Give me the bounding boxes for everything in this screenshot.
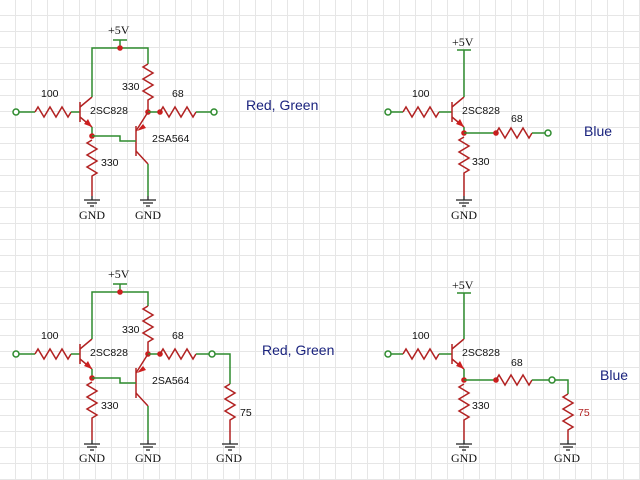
circuit-blue-bottom: 100 2SC828 +5V 68 75 GND Blue 330 GND [384, 278, 628, 465]
input-terminal[interactable] [384, 108, 392, 116]
npn-transistor [79, 96, 93, 128]
resistor-emitter [457, 383, 471, 440]
resistor-base-label: 100 [41, 88, 59, 100]
resistor-base-label: 100 [41, 330, 59, 342]
pnp-transistor [135, 111, 149, 165]
resistor-collector [141, 63, 155, 112]
wire [91, 47, 149, 97]
resistor-collector-label: 330 [122, 81, 140, 93]
circuit-red-green-bottom: 100 2SC828 +5V 330 68 75 GND Red, Green [12, 267, 334, 465]
resistor-emitter-label: 330 [101, 157, 119, 169]
resistor-collector [141, 305, 155, 354]
ground-label: GND [554, 451, 580, 465]
circuit-caption: Blue [600, 367, 628, 383]
resistor-output [495, 126, 533, 140]
supply-label: +5V [108, 23, 130, 37]
circuit-caption: Red, Green [246, 97, 318, 113]
supply-symbol [457, 292, 471, 339]
resistor-base [402, 347, 440, 361]
resistor-emitter [85, 139, 99, 196]
npn-transistor [79, 338, 93, 370]
input-terminal[interactable] [12, 350, 20, 358]
circuit-red-green-top: 100 2SC828 +5V 330 68 Red, Green 2SA564 [12, 23, 318, 222]
output-terminal[interactable] [208, 350, 216, 358]
supply-symbol [457, 49, 471, 97]
resistor-base-label: 100 [412, 330, 430, 342]
ground-symbol [140, 196, 156, 207]
resistor-emitter [457, 136, 471, 196]
resistor-base [34, 105, 72, 119]
wire [215, 353, 231, 384]
ground-symbol [222, 440, 238, 451]
ground-symbol [84, 440, 100, 451]
resistor-collector-label: 330 [122, 324, 140, 336]
npn-transistor [451, 96, 465, 128]
wire [555, 379, 569, 394]
npn-transistor [451, 338, 465, 370]
resistor-load-label: 75 [240, 407, 252, 419]
input-terminal[interactable] [12, 108, 20, 116]
ground-label: GND [135, 208, 161, 222]
resistor-load [223, 383, 237, 440]
ground-label: GND [79, 451, 105, 465]
ground-label: GND [451, 208, 477, 222]
ground-label: GND [216, 451, 242, 465]
resistor-load [561, 393, 575, 440]
resistor-output-label: 68 [511, 113, 523, 125]
resistor-base-label: 100 [412, 88, 430, 100]
circuit-caption: Red, Green [262, 342, 334, 358]
junction-dot [117, 289, 123, 295]
pnp-transistor-label: 2SA564 [152, 133, 190, 145]
resistor-emitter-label: 330 [472, 156, 490, 168]
pnp-transistor [135, 353, 149, 407]
wire [91, 291, 149, 339]
wire [92, 377, 136, 384]
resistor-output [495, 373, 533, 387]
resistor-output-label: 68 [172, 330, 184, 342]
ground-symbol [140, 440, 156, 451]
resistor-output [159, 105, 197, 119]
ground-label: GND [79, 208, 105, 222]
ground-label: GND [135, 451, 161, 465]
supply-label: +5V [452, 278, 474, 292]
ground-label: GND [451, 451, 477, 465]
input-terminal[interactable] [384, 350, 392, 358]
ground-symbol [84, 196, 100, 207]
npn-transistor-label: 2SC828 [90, 105, 128, 117]
ground-symbol [456, 440, 472, 451]
resistor-output-label: 68 [511, 357, 523, 369]
output-terminal[interactable] [544, 129, 552, 137]
resistor-emitter [85, 381, 99, 440]
output-terminal[interactable] [548, 376, 556, 384]
ground-symbol [560, 440, 576, 451]
resistor-load-label: 75 [578, 407, 590, 419]
ground-symbol [456, 196, 472, 207]
resistor-output [159, 347, 197, 361]
resistor-base [34, 347, 72, 361]
supply-label: +5V [108, 267, 130, 281]
npn-transistor-label: 2SC828 [90, 347, 128, 359]
resistor-output-label: 68 [172, 88, 184, 100]
supply-label: +5V [452, 35, 474, 49]
resistor-base [402, 105, 440, 119]
circuit-caption: Blue [584, 123, 612, 139]
resistor-emitter-label: 330 [472, 400, 490, 412]
junction-dot [117, 45, 123, 51]
npn-transistor-label: 2SC828 [462, 347, 500, 359]
circuit-blue-top: 100 2SC828 +5V 68 Blue 330 GND [384, 35, 612, 222]
output-terminal[interactable] [210, 108, 218, 116]
npn-transistor-label: 2SC828 [462, 105, 500, 117]
resistor-emitter-label: 330 [101, 400, 119, 412]
wire [92, 135, 136, 142]
pnp-transistor-label: 2SA564 [152, 375, 190, 387]
